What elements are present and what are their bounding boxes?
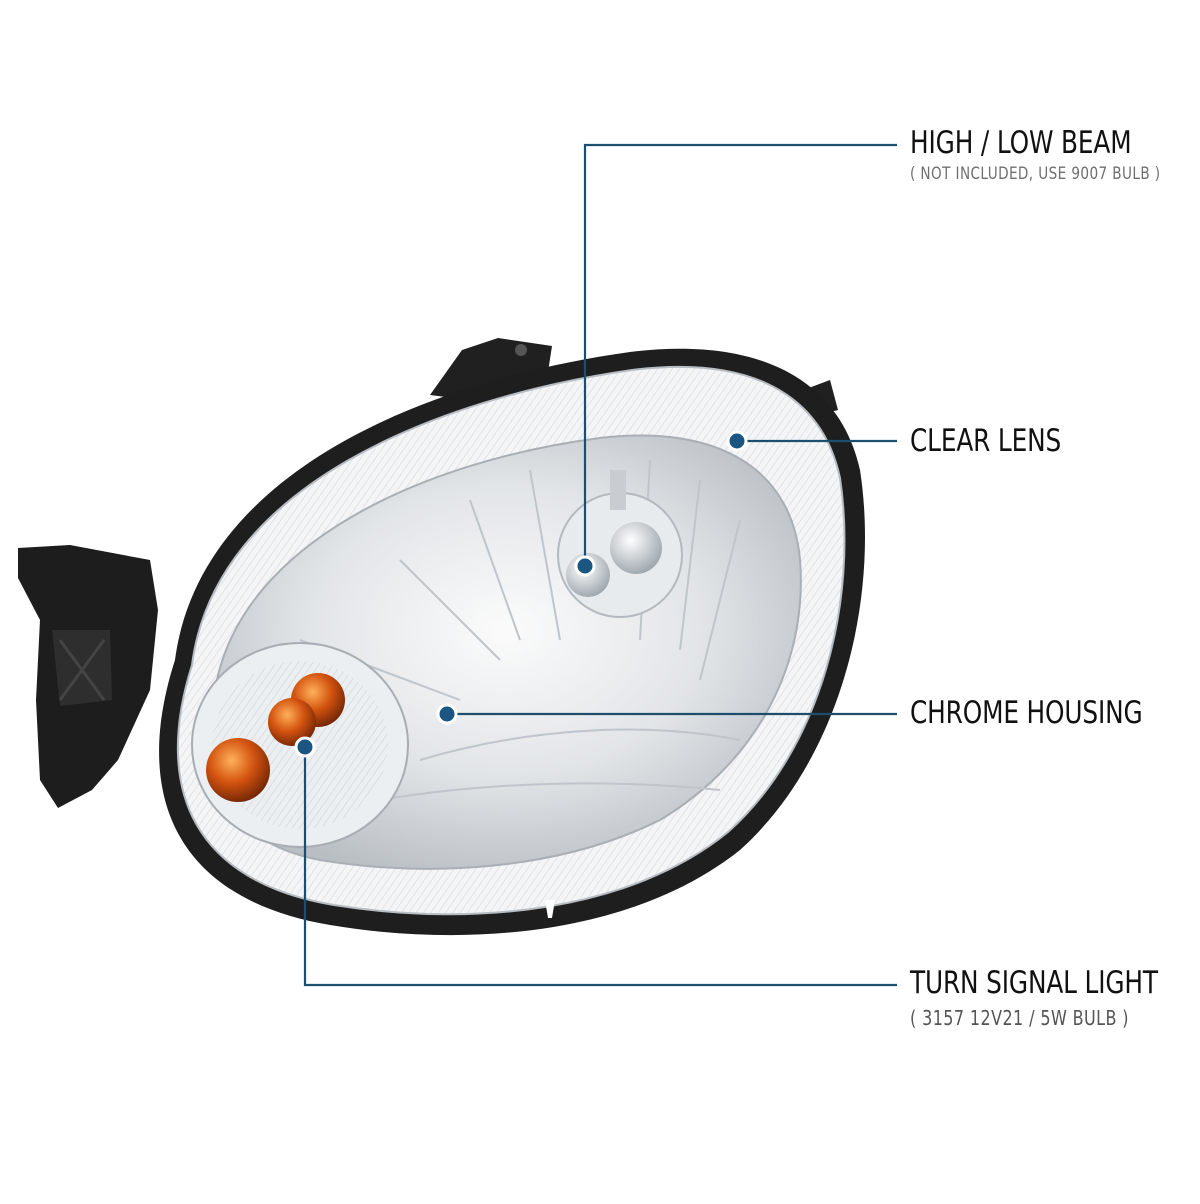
callout-subtitle-turn-signal: ( 3157 12V21 / 5W BULB ) [910,1006,1129,1030]
marker-turn-signal [294,736,316,758]
leader-lines [303,143,897,987]
callout-title-clear-lens: CLEAR LENS [910,423,1062,459]
callout-subtitle-high-low-beam: ( NOT INCLUDED, USE 9007 BULB ) [910,164,1161,184]
leader-line-high-low-beam [583,143,897,566]
marker-clear-lens [726,430,748,452]
callout-title-turn-signal: TURN SIGNAL LIGHT [910,965,1158,1001]
callout-title-high-low-beam: HIGH / LOW BEAM [910,125,1132,161]
marker-high-low-beam [574,555,596,577]
callout-title-chrome-housing: CHROME HOUSING [910,695,1143,731]
callout-markers [294,430,748,758]
leader-line-turn-signal [303,747,897,987]
marker-chrome-housing [436,703,458,725]
mounting-bracket [18,338,838,808]
